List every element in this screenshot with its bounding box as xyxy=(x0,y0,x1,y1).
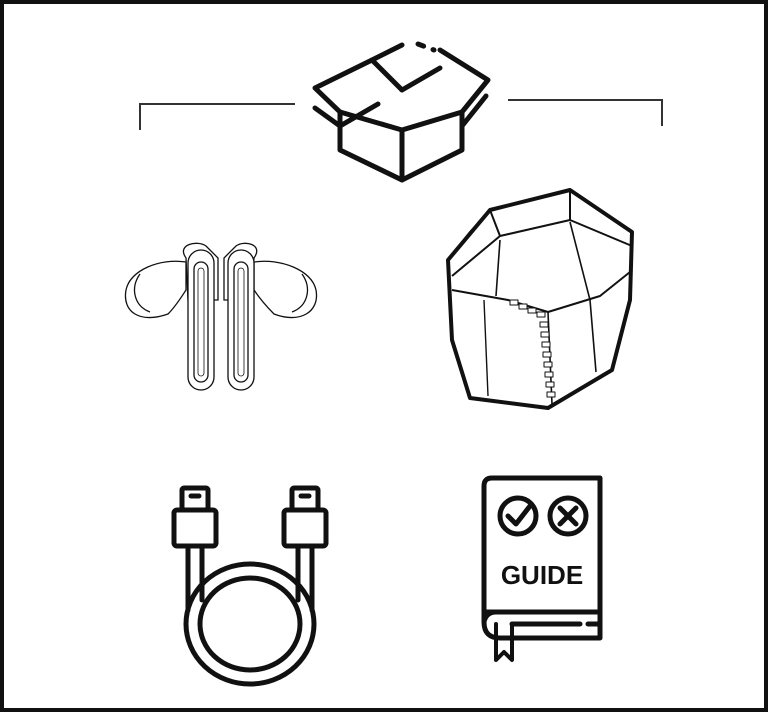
usb-cable-icon xyxy=(171,485,329,687)
open-box-icon xyxy=(312,41,491,183)
charging-case-icon xyxy=(446,188,634,410)
case-led-strip xyxy=(509,299,556,398)
guide-label: GUIDE xyxy=(501,560,583,590)
earbuds-icon xyxy=(124,242,318,391)
right-earbud xyxy=(223,242,318,391)
contents-bracket xyxy=(139,99,663,130)
guide-book-icon xyxy=(481,475,603,662)
left-earbud xyxy=(124,242,219,391)
